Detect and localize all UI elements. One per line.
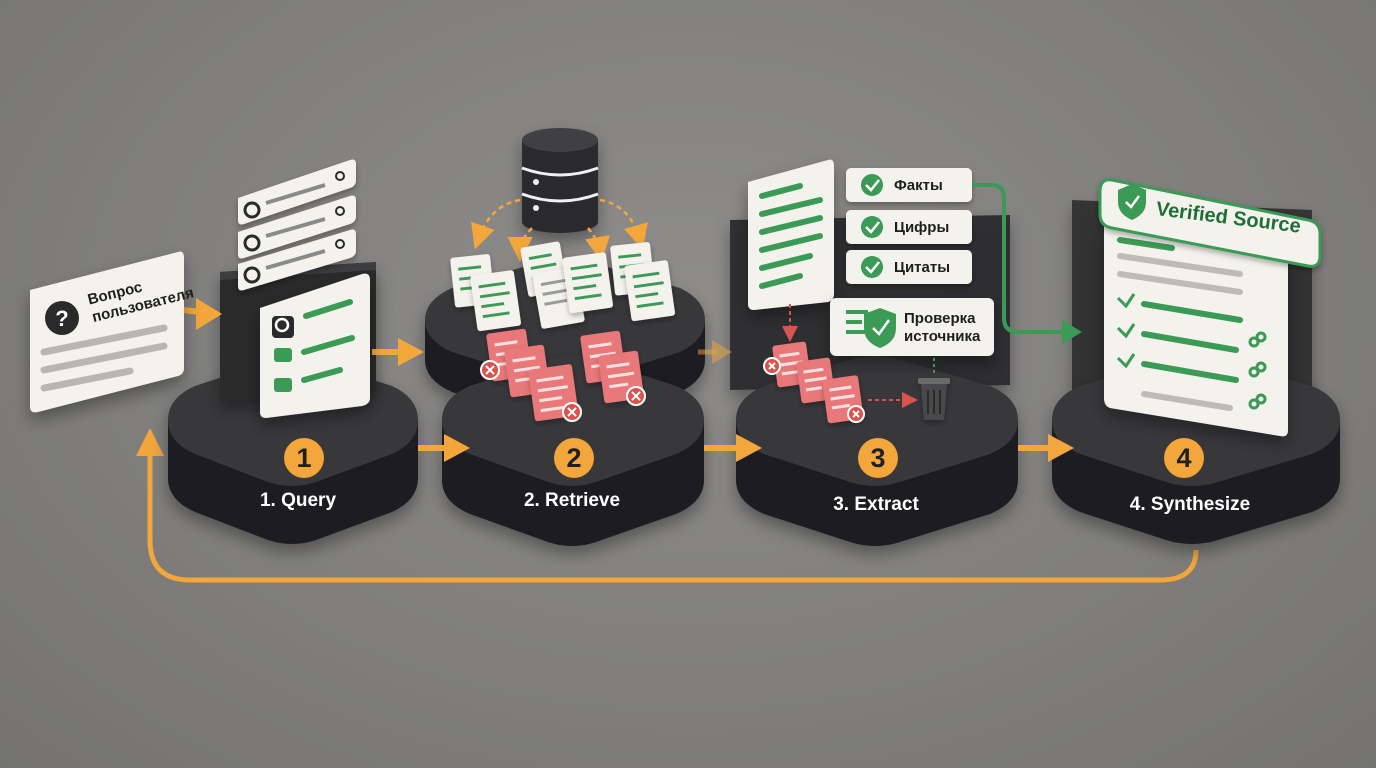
step-badge-2 [554, 438, 594, 478]
check-label-quotes: Цитаты [894, 259, 951, 276]
step-label-extract: 3. Extract [833, 494, 919, 515]
extract-rejected-documents [763, 341, 865, 424]
retrieved-documents [450, 241, 675, 332]
question-icon [45, 301, 79, 335]
rejected-documents [480, 328, 646, 422]
search-bar-1 [238, 159, 356, 225]
input-card: ? [30, 251, 184, 413]
verified-badge [1098, 178, 1322, 268]
search-bar-2 [238, 195, 356, 259]
search-bars [238, 159, 356, 291]
step-number-1: 1 [296, 443, 312, 473]
feedback-loop-arrowhead [136, 428, 164, 456]
check-pill-facts [846, 168, 972, 202]
fetch-arrows [471, 198, 648, 262]
shield-icon [864, 308, 896, 348]
check-label-numbers: Цифры [894, 219, 950, 236]
check-pill-numbers [846, 210, 972, 244]
arrow-input-to-query [196, 298, 222, 330]
check-label-facts: Факты [894, 177, 943, 194]
step-number-4: 4 [1176, 443, 1192, 473]
arrow-query-to-retrieve-top [398, 338, 424, 366]
step-label-query: 1. Query [259, 490, 337, 511]
synth-card [1104, 224, 1288, 437]
check-icon [861, 174, 883, 196]
step-badge-3 [858, 438, 898, 478]
check-pill-quotes [846, 250, 972, 284]
arrow-retrieve-to-extract [736, 434, 762, 462]
feedback-loop-arrow [147, 440, 1199, 583]
verify-card [830, 298, 994, 356]
step-number-3: 3 [870, 443, 886, 473]
verify-label: Проверка источника [904, 310, 981, 345]
link-icon [1248, 331, 1267, 410]
check-pills [846, 168, 972, 284]
arrow-query-to-retrieve [444, 434, 470, 462]
step-number-2: 2 [566, 443, 582, 473]
extract-source-card [748, 159, 834, 310]
query-result-card [260, 273, 370, 418]
step-badge-1 [284, 438, 324, 478]
svg-text:?: ? [55, 306, 68, 331]
search-bar-3 [238, 229, 356, 291]
shield-icon [1118, 184, 1146, 220]
green-flow-arrow [972, 183, 1064, 334]
arrow-extract-to-synthesize [1048, 434, 1074, 462]
flow-arrows [182, 298, 1074, 462]
database-icon [521, 128, 599, 233]
step-label-synthesize: 4. Synthesize [1129, 494, 1251, 515]
step-label-retrieve: 2. Retrieve [523, 490, 621, 511]
trash-icon [918, 378, 950, 420]
step-badge-4 [1164, 438, 1204, 478]
search-icon [274, 317, 290, 333]
